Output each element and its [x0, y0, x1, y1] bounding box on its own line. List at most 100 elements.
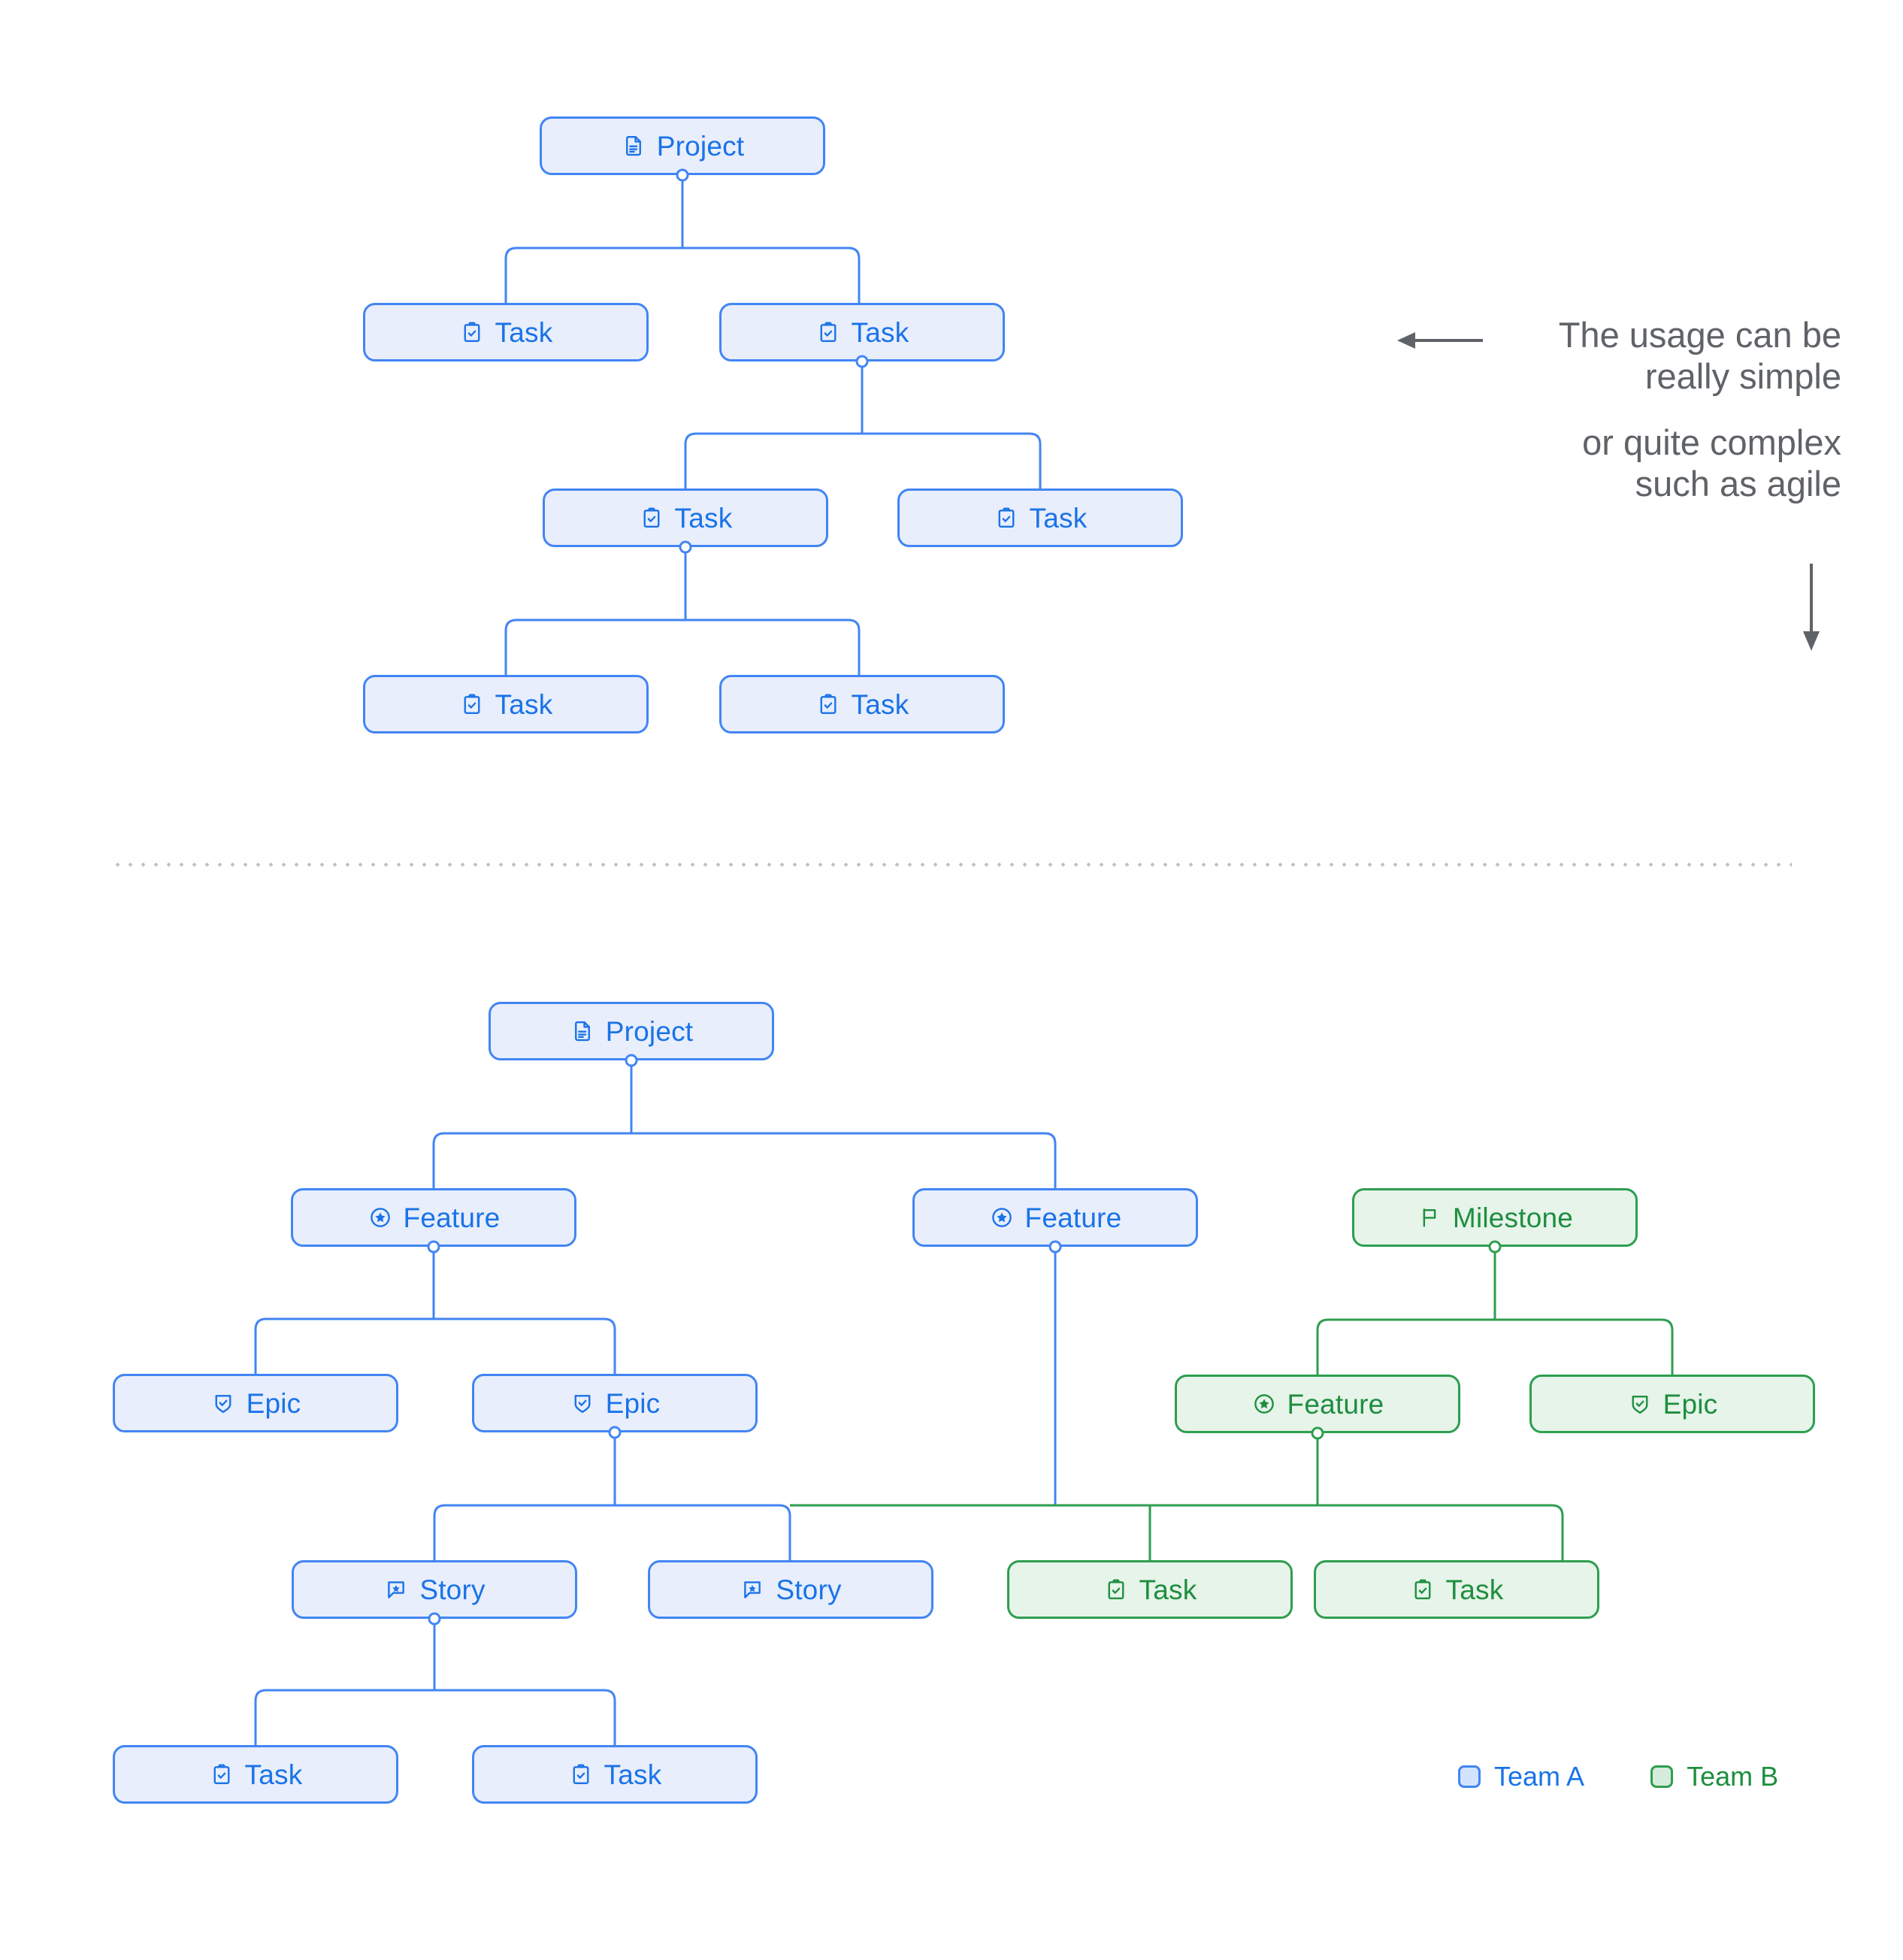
annotation-paragraph-2: or quite complex such as agile: [1496, 422, 1841, 505]
legend-swatch-icon: [1650, 1765, 1674, 1788]
edge-a-bus-1: [432, 1132, 1057, 1188]
shield-check-icon: [210, 1390, 236, 1416]
legend-item-team-b[interactable]: Team B: [1650, 1763, 1778, 1790]
node-port: [855, 355, 869, 368]
edge-a-green-bus: [790, 1504, 1564, 1560]
shield-check-icon: [570, 1390, 595, 1416]
node-port: [1488, 1240, 1502, 1254]
node-project[interactable]: Project: [540, 116, 825, 175]
node-feature[interactable]: Feature: [912, 1188, 1198, 1247]
node-label: Milestone: [1452, 1202, 1574, 1233]
clipboard-check-icon: [815, 691, 841, 717]
annotation-line: or quite complex: [1582, 422, 1841, 462]
node-task[interactable]: Task: [543, 488, 828, 547]
node-port: [625, 1054, 638, 1067]
edge-bus-1: [504, 247, 861, 303]
clipboard-check-icon: [1410, 1577, 1436, 1602]
star-circle-icon: [1251, 1391, 1277, 1417]
edge-bus-2: [684, 432, 1042, 488]
node-label: Task: [851, 316, 909, 348]
clipboard-check-icon: [1103, 1577, 1129, 1602]
node-label: Task: [244, 1759, 303, 1790]
node-label: Feature: [1287, 1388, 1384, 1420]
node-story[interactable]: Story: [648, 1560, 933, 1619]
node-label: Feature: [403, 1202, 501, 1233]
chat-star-icon: [383, 1577, 409, 1602]
edge-bus-3: [504, 619, 861, 675]
annotation-paragraph-1: The usage can be really simple: [1496, 314, 1841, 398]
node-label: Task: [604, 1759, 662, 1790]
node-label: Task: [674, 502, 733, 534]
node-label: Task: [851, 688, 909, 720]
flag-icon: [1417, 1205, 1442, 1230]
clipboard-check-icon: [994, 505, 1019, 531]
clipboard-check-icon: [459, 319, 485, 345]
chat-star-icon: [740, 1577, 765, 1602]
node-label: Project: [656, 130, 745, 162]
node-task[interactable]: Task: [897, 488, 1183, 547]
node-label: Task: [495, 316, 553, 348]
node-label: Epic: [246, 1387, 301, 1419]
shield-check-icon: [1627, 1391, 1653, 1417]
edge-a-bus-3: [1316, 1318, 1674, 1375]
clipboard-check-icon: [459, 691, 485, 717]
node-task[interactable]: Task: [1007, 1560, 1293, 1619]
node-port: [427, 1240, 440, 1254]
clipboard-check-icon: [209, 1762, 234, 1787]
node-milestone[interactable]: Milestone: [1352, 1188, 1638, 1247]
annotation-line: really simple: [1644, 356, 1841, 397]
node-label: Project: [605, 1015, 694, 1047]
clipboard-check-icon: [639, 505, 664, 531]
node-label: Feature: [1024, 1202, 1122, 1233]
legend: Team A Team B: [1458, 1763, 1778, 1790]
legend-item-team-a[interactable]: Team A: [1458, 1763, 1584, 1790]
annotation-text: The usage can be really simple or quite …: [1496, 314, 1841, 505]
node-task[interactable]: Task: [363, 675, 649, 733]
node-port: [1048, 1240, 1062, 1254]
node-label: Epic: [1662, 1388, 1718, 1420]
legend-label: Team A: [1494, 1761, 1585, 1792]
node-task[interactable]: Task: [719, 675, 1005, 733]
legend-swatch-icon: [1458, 1765, 1481, 1788]
node-task[interactable]: Task: [113, 1745, 398, 1804]
annotation-line: The usage can be: [1558, 315, 1841, 355]
document-icon: [570, 1018, 595, 1044]
node-label: Task: [1139, 1574, 1197, 1605]
legend-label: Team B: [1687, 1761, 1779, 1792]
section-divider: [111, 863, 1792, 867]
node-epic[interactable]: Epic: [1529, 1375, 1815, 1433]
node-port: [676, 168, 689, 182]
node-port: [608, 1426, 622, 1439]
node-label: Task: [1445, 1574, 1504, 1605]
node-port: [428, 1612, 441, 1626]
edge-a-bus-4: [433, 1504, 791, 1560]
node-label: Task: [1029, 502, 1088, 534]
node-project[interactable]: Project: [489, 1002, 774, 1060]
clipboard-check-icon: [568, 1762, 594, 1787]
clipboard-check-icon: [815, 319, 841, 345]
node-label: Story: [419, 1574, 486, 1605]
node-feature[interactable]: Feature: [291, 1188, 576, 1247]
annotation-line: such as agile: [1635, 464, 1841, 504]
node-task[interactable]: Task: [1314, 1560, 1599, 1619]
node-epic[interactable]: Epic: [113, 1374, 398, 1432]
node-label: Task: [495, 688, 553, 720]
node-label: Story: [776, 1574, 842, 1605]
node-feature[interactable]: Feature: [1175, 1375, 1460, 1433]
star-circle-icon: [368, 1205, 393, 1230]
arrow-down-icon: [1803, 564, 1820, 651]
document-icon: [621, 133, 646, 159]
arrow-left-icon: [1397, 332, 1483, 349]
node-port: [1311, 1426, 1324, 1440]
node-label: Epic: [605, 1387, 661, 1419]
node-port: [679, 540, 692, 554]
edge-a-bus-5: [254, 1689, 616, 1745]
node-task[interactable]: Task: [472, 1745, 758, 1804]
edge-a-bus-2: [254, 1317, 616, 1374]
node-task[interactable]: Task: [363, 303, 649, 361]
node-epic[interactable]: Epic: [472, 1374, 758, 1432]
node-task[interactable]: Task: [719, 303, 1005, 361]
node-story[interactable]: Story: [292, 1560, 577, 1619]
